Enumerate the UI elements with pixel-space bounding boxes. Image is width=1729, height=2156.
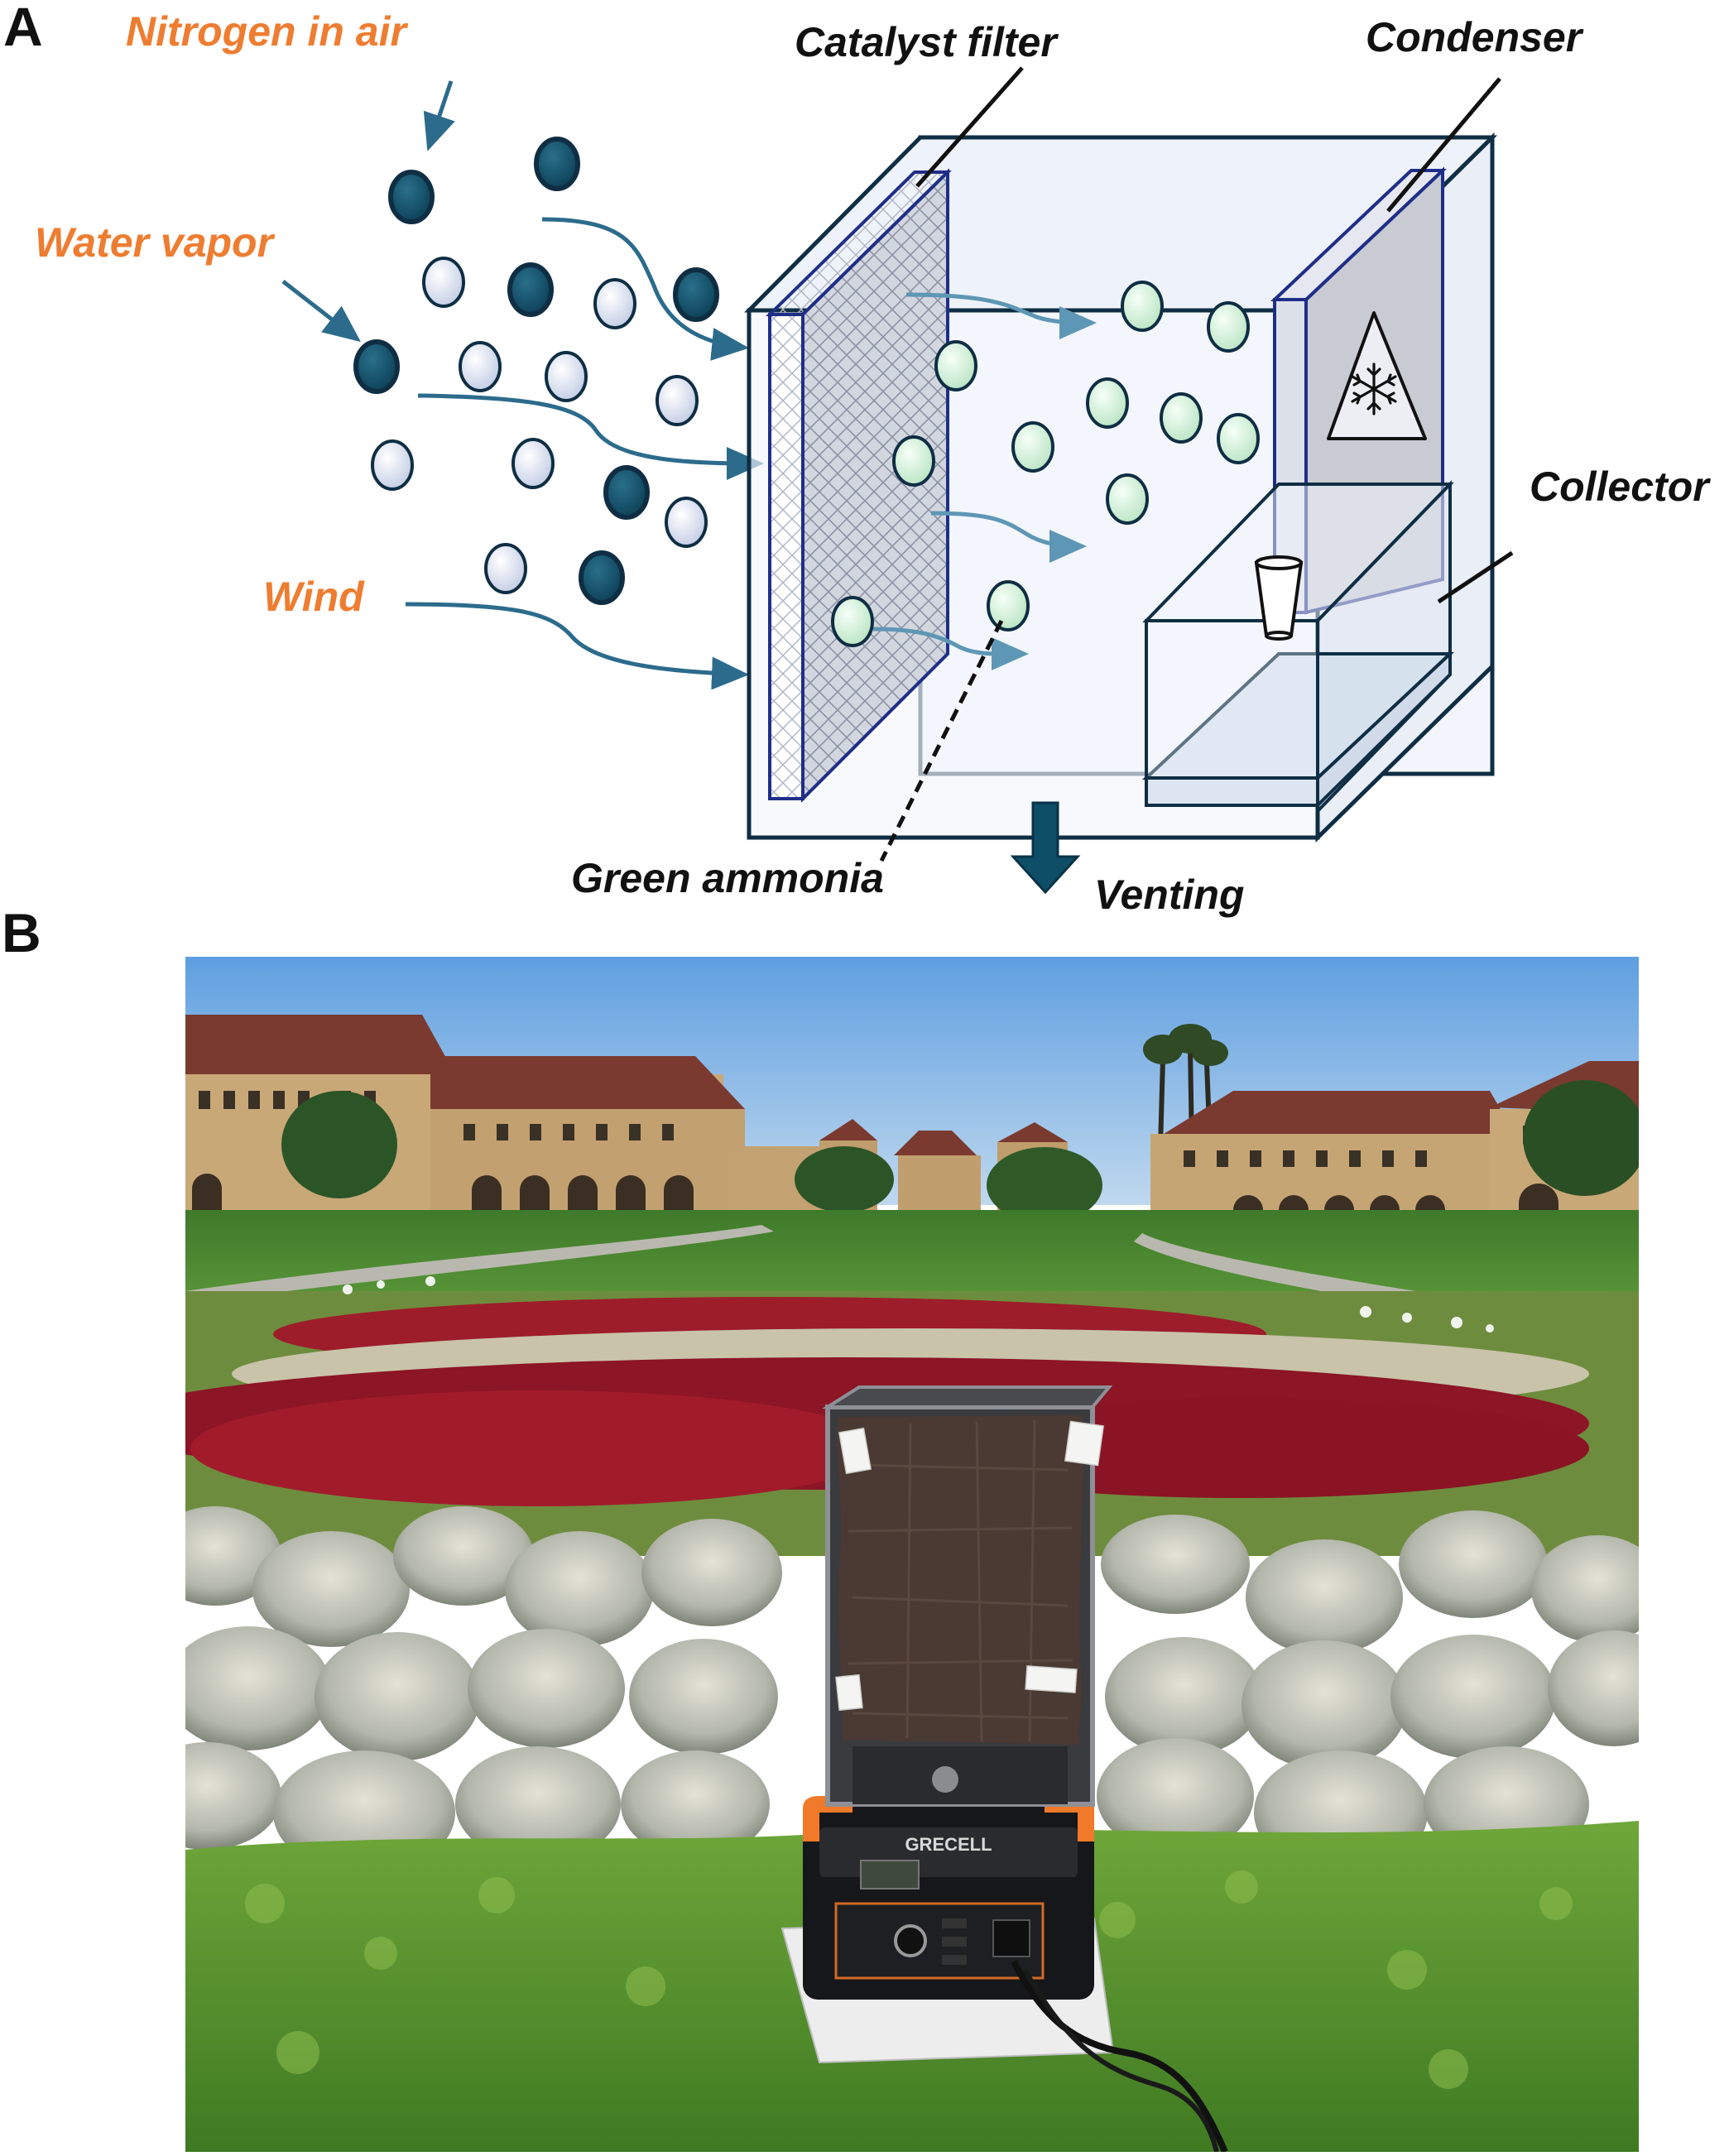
wind-arrows	[405, 217, 764, 690]
catalyst-filter-label: Catalyst filter	[795, 19, 1059, 65]
inner-flow-arrows	[872, 292, 1097, 671]
cup-icon	[1254, 555, 1304, 641]
wind-label: Wind	[263, 574, 365, 620]
field-test-photo: GRECELL	[185, 957, 1639, 2152]
water-vapor-label: Water vapor	[35, 219, 276, 266]
nitrogen-molecules	[353, 137, 719, 605]
snowflake-warning-icon	[1327, 311, 1427, 440]
down-arrow-icon	[1010, 801, 1081, 895]
collector	[1141, 480, 1455, 815]
panel-b: B	[2, 902, 1639, 2152]
panel-a-letter: A	[3, 0, 43, 57]
water-vapor-molecules	[371, 257, 708, 594]
ammonia-molecules	[831, 281, 1260, 647]
nitrogen-label: Nitrogen in air	[126, 8, 408, 55]
power-station-brand: GRECELL	[905, 1834, 992, 1855]
leader-lines	[879, 66, 1514, 862]
label-pointer-arrows	[281, 80, 455, 343]
collector-label: Collector	[1530, 463, 1711, 510]
green-ammonia-label: Green ammonia	[571, 855, 884, 901]
prototype-device: GRECELL	[780, 1385, 1228, 2152]
panel-a: A Nitrogen in air Water vapor Wind Catal…	[3, 0, 1711, 918]
venting-label: Venting	[1094, 872, 1244, 918]
catalyst-filter	[766, 168, 952, 803]
panel-b-letter: B	[2, 902, 41, 963]
condenser-label: Condenser	[1366, 14, 1584, 60]
